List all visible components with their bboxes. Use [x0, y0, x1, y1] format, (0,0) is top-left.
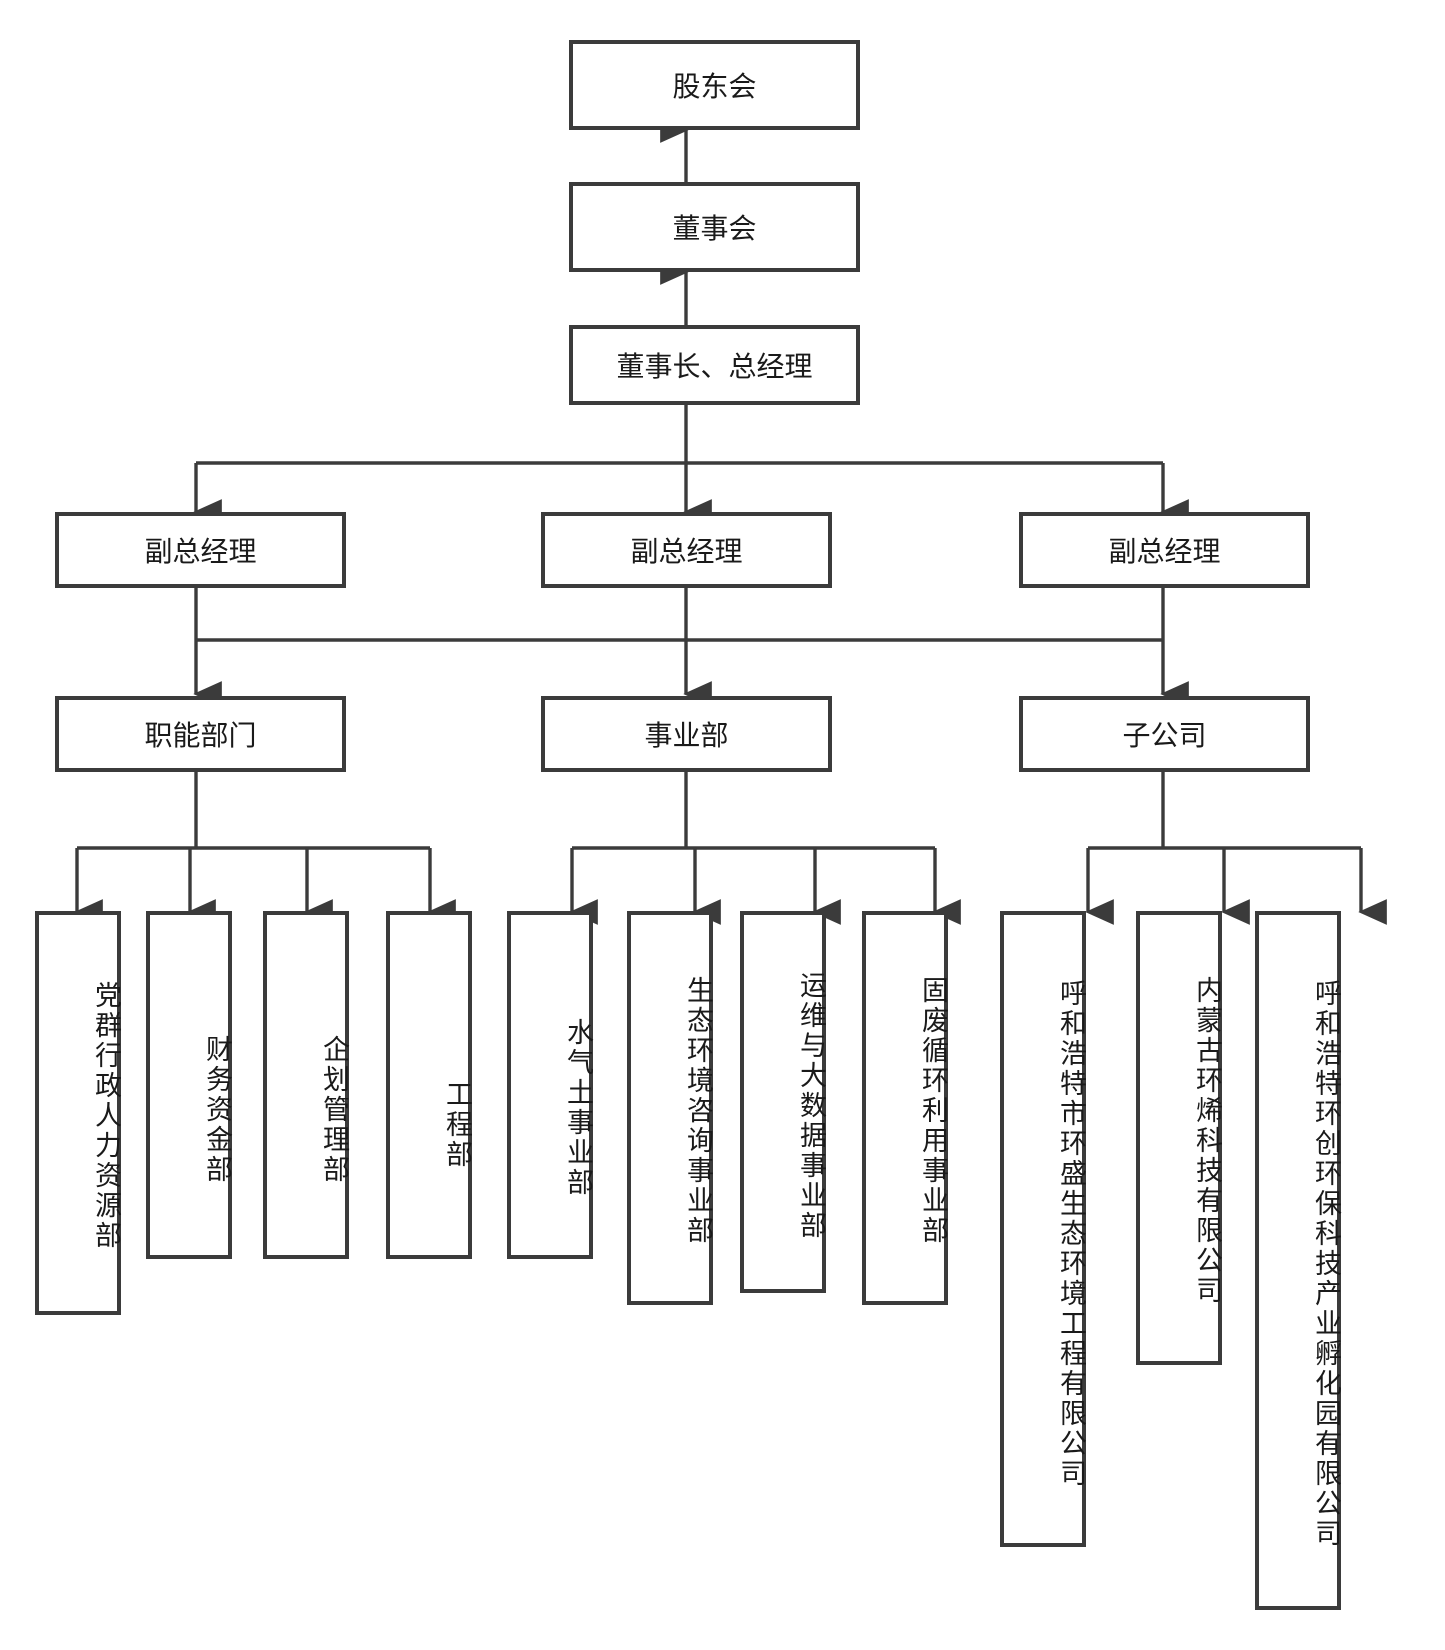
node-leaf-eco-env-consulting-bu[interactable]: [627, 911, 713, 1305]
node-subsidiaries[interactable]: [1019, 696, 1310, 772]
node-leaf-neimenggu-huanxi-tech[interactable]: [1136, 911, 1222, 1365]
node-leaf-ops-bigdata-bu[interactable]: [740, 911, 826, 1293]
node-leaf-huansheng-eco-env-eng[interactable]: [1000, 911, 1086, 1547]
node-leaf-water-air-soil-bu[interactable]: [507, 911, 593, 1259]
node-board-of-directors[interactable]: [569, 182, 860, 272]
node-shareholders-meeting[interactable]: [569, 40, 860, 130]
node-leaf-planning-management[interactable]: [263, 911, 349, 1259]
node-leaf-solid-waste-recycling-bu[interactable]: [862, 911, 948, 1305]
node-leaf-party-admin-hr[interactable]: [35, 911, 121, 1315]
node-vice-gm-2[interactable]: [541, 512, 832, 588]
node-chairman-ceo[interactable]: [569, 325, 860, 405]
node-functional-departments[interactable]: [55, 696, 346, 772]
node-vice-gm-3[interactable]: [1019, 512, 1310, 588]
node-business-units[interactable]: [541, 696, 832, 772]
node-leaf-finance-fund[interactable]: [146, 911, 232, 1259]
node-leaf-engineering[interactable]: [386, 911, 472, 1259]
node-leaf-huanchuang-incubator[interactable]: [1255, 911, 1341, 1610]
node-vice-gm-1[interactable]: [55, 512, 346, 588]
